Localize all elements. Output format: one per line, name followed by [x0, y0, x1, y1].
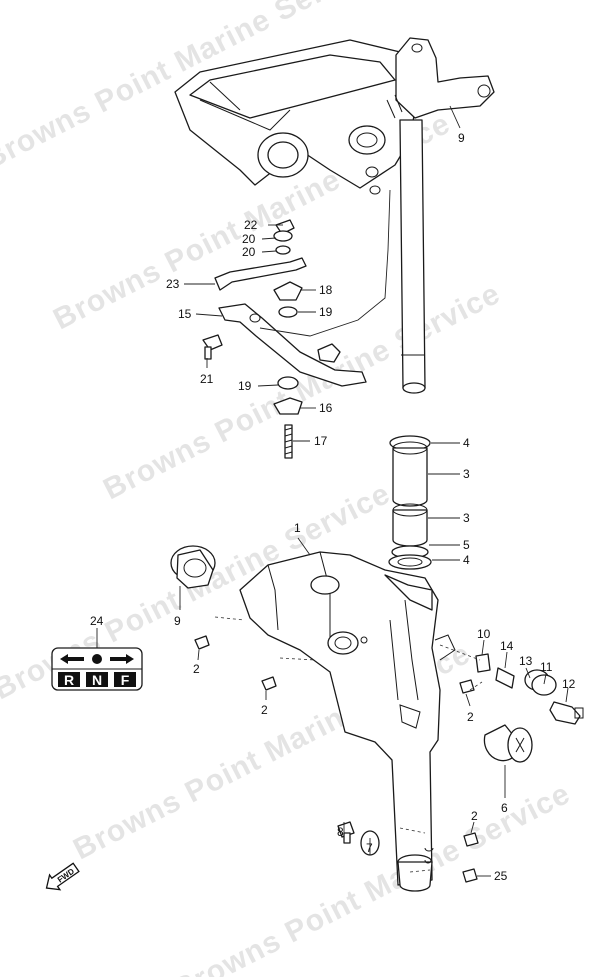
- callout-25: 25: [494, 869, 508, 883]
- gear-letter-r: R: [64, 672, 74, 688]
- gear-shift-plate: R N F: [51, 647, 143, 691]
- callout-17: 17: [314, 434, 328, 448]
- callout-22: 22: [244, 218, 258, 232]
- callout-6: 6: [501, 801, 508, 815]
- fwd-badge: FWD: [45, 862, 80, 891]
- callouts: 9 22 20 20 23 18 19 15 21 19 16 17 4 3 3…: [90, 105, 576, 883]
- swivel-bracket-upper: [174, 37, 495, 195]
- callout-20-b: 20: [242, 245, 256, 259]
- callout-12: 12: [562, 677, 576, 691]
- callout-2-d: 2: [471, 809, 478, 823]
- steering-shaft: [399, 119, 426, 394]
- callout-3-lower: 3: [463, 511, 470, 525]
- left-bushing: [170, 545, 216, 589]
- callout-15: 15: [178, 307, 192, 321]
- callout-10: 10: [477, 627, 491, 641]
- watermark-text-3: Browns Point Marine Service: [98, 277, 505, 506]
- arrow-left-icon: [60, 654, 84, 664]
- arrow-right-icon: [110, 654, 134, 664]
- bolts: [194, 635, 479, 883]
- callout-19-lower: 19: [238, 379, 252, 393]
- swivel-case: [239, 551, 456, 892]
- centerlines: [214, 616, 483, 873]
- callout-20-a: 20: [242, 232, 256, 246]
- callout-14: 14: [500, 639, 514, 653]
- callout-18: 18: [319, 283, 333, 297]
- callout-2-c: 2: [467, 710, 474, 724]
- callout-19-upper: 19: [319, 305, 333, 319]
- callout-24: 24: [90, 614, 104, 628]
- callout-9-upper: 9: [458, 131, 465, 145]
- bushing-stack: [388, 435, 432, 570]
- callout-1: 1: [294, 521, 301, 535]
- callout-3-upper: 3: [463, 467, 470, 481]
- callout-5: 5: [463, 538, 470, 552]
- gear-letter-f: F: [121, 672, 130, 688]
- callout-8: 8: [337, 825, 344, 839]
- callout-4-upper: 4: [463, 436, 470, 450]
- watermark-text-6: Browns Point Marine Service: [168, 777, 575, 977]
- right-side-parts: [475, 653, 584, 763]
- gear-letter-n: N: [92, 672, 102, 688]
- callout-2-a: 2: [193, 662, 200, 676]
- callout-16: 16: [319, 401, 333, 415]
- dot-icon: [92, 654, 102, 664]
- callout-11: 11: [540, 660, 553, 674]
- stopper-parts: [202, 189, 391, 459]
- callout-2-b: 2: [261, 703, 268, 717]
- callout-23: 23: [166, 277, 180, 291]
- callout-21: 21: [200, 372, 214, 386]
- callout-4-lower: 4: [463, 553, 470, 567]
- fwd-arrow-icon: [45, 862, 80, 891]
- callout-13: 13: [519, 654, 533, 668]
- callout-9-lower: 9: [174, 614, 181, 628]
- callout-7: 7: [366, 841, 373, 855]
